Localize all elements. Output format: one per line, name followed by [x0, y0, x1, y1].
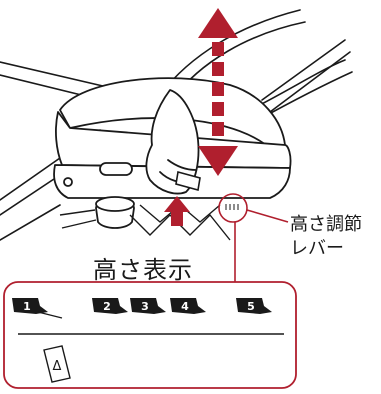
up-arrow-icon	[164, 196, 190, 226]
height-display-box	[3, 281, 297, 389]
up-down-arrow-icon	[198, 8, 238, 176]
lattice	[59, 204, 231, 241]
svg-text:2: 2	[103, 300, 111, 313]
height-indicator: Δ	[43, 345, 71, 383]
svg-text:3: 3	[141, 300, 149, 313]
lever-label-line2: レバー	[290, 237, 344, 259]
svg-text:5: 5	[247, 300, 255, 313]
lever-label: 高さ調節 レバー	[290, 214, 362, 261]
lever-callout	[218, 193, 289, 282]
lever-label-line1: 高さ調節	[290, 214, 362, 235]
scale-ticks	[225, 204, 239, 210]
height-adjust-lever	[175, 170, 201, 192]
screw-icon	[63, 177, 73, 187]
height-mark-2: 2	[92, 298, 128, 314]
svg-text:Δ: Δ	[53, 359, 62, 374]
svg-text:1: 1	[23, 300, 31, 313]
slot	[99, 162, 133, 176]
height-display-title: 高さ表示	[93, 256, 193, 284]
height-mark-1: 1	[12, 298, 63, 319]
height-mark-5: 5	[236, 298, 272, 314]
height-mark-4: 4	[170, 298, 206, 314]
svg-text:4: 4	[181, 300, 189, 313]
height-mark-3: 3	[130, 298, 166, 314]
wheel-knob	[95, 196, 135, 229]
